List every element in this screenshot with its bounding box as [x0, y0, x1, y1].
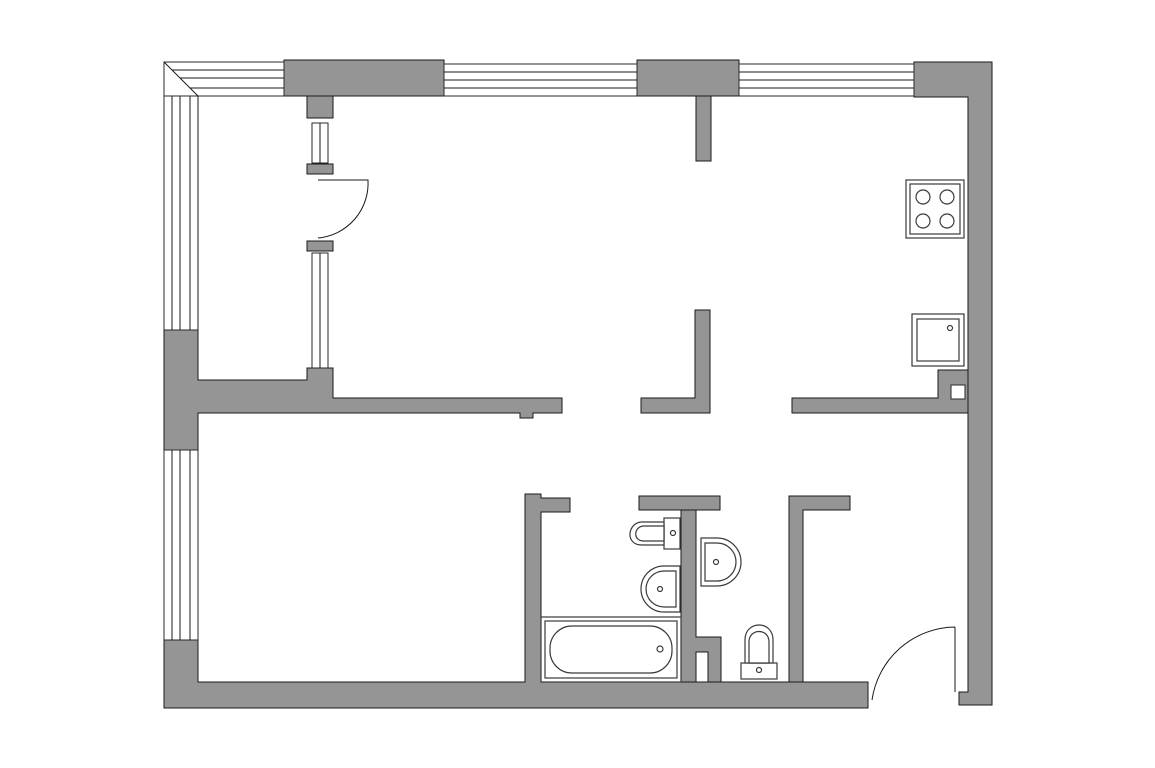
partition-entry: [788, 495, 851, 683]
bottom-wall: [163, 493, 869, 709]
fixtures: [540, 179, 965, 683]
window-left-upper: [163, 61, 199, 331]
right-wall: [913, 61, 993, 706]
window-top-corner: [163, 61, 285, 97]
doors: [317, 179, 956, 701]
door-swing-icon: [317, 179, 369, 239]
exterior-walls: [163, 59, 993, 709]
interior-walls: [306, 95, 969, 683]
toilet-icon: [740, 624, 778, 680]
washbasin-icon: [640, 565, 681, 613]
cooktop-icon: [905, 179, 965, 239]
windows: [163, 61, 915, 641]
bath-divider: [680, 509, 722, 683]
partition-stub-top-left: [306, 95, 334, 119]
ventilation-shaft: [950, 384, 966, 400]
top-wall-pier-left: [283, 59, 445, 97]
partition-right: [791, 369, 969, 414]
toilet-icon: [629, 517, 681, 550]
bathtub-icon: [540, 616, 682, 683]
door-jamb-lower: [306, 240, 334, 252]
door-jamb-upper: [306, 163, 334, 175]
left-wall-pier-and-partition: [163, 329, 563, 451]
top-wall-pier-middle: [636, 59, 740, 97]
partition-top-middle: [695, 95, 712, 162]
partition-kitchen-corner: [640, 309, 711, 414]
washbasin-icon: [700, 537, 742, 587]
bath-top-wall: [638, 495, 721, 511]
window-left-lower: [163, 449, 199, 641]
door-swing-icon: [871, 626, 956, 701]
kitchen-sink-icon: [911, 313, 965, 367]
